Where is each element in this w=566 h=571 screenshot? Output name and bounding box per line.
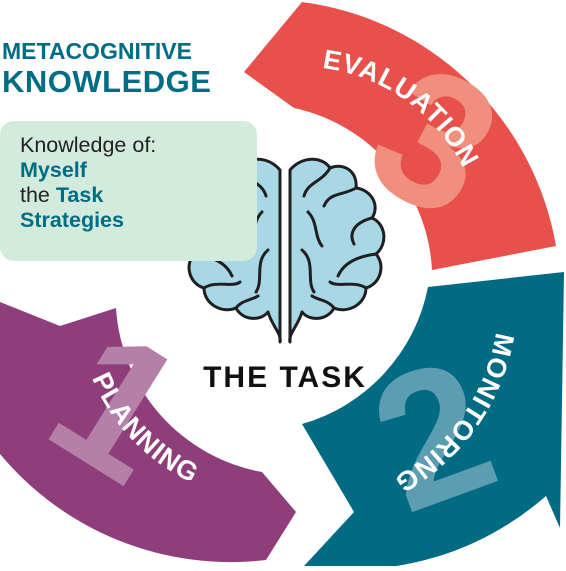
title-line-2: KNOWLEDGE — [2, 64, 212, 99]
knowledge-item-myself: Myself — [20, 158, 87, 182]
metacognitive-knowledge-title: METACOGNITIVE KNOWLEDGE — [2, 38, 212, 99]
evaluation-segment — [244, 2, 556, 270]
title-line-1: METACOGNITIVE — [2, 38, 192, 64]
the-word: the — [20, 183, 50, 207]
knowledge-box — [0, 121, 257, 261]
monitoring-segment — [302, 272, 564, 570]
the-task-label: THE TASK — [203, 361, 367, 394]
knowledge-item-task: the Task — [20, 183, 156, 208]
knowledge-list: Knowledge of: Myself the Task Strategies — [20, 133, 156, 233]
task-word: Task — [55, 183, 104, 207]
knowledge-of-label: Knowledge of: — [20, 133, 157, 157]
knowledge-item-strategies: Strategies — [20, 208, 124, 232]
planning-segment — [0, 302, 296, 563]
